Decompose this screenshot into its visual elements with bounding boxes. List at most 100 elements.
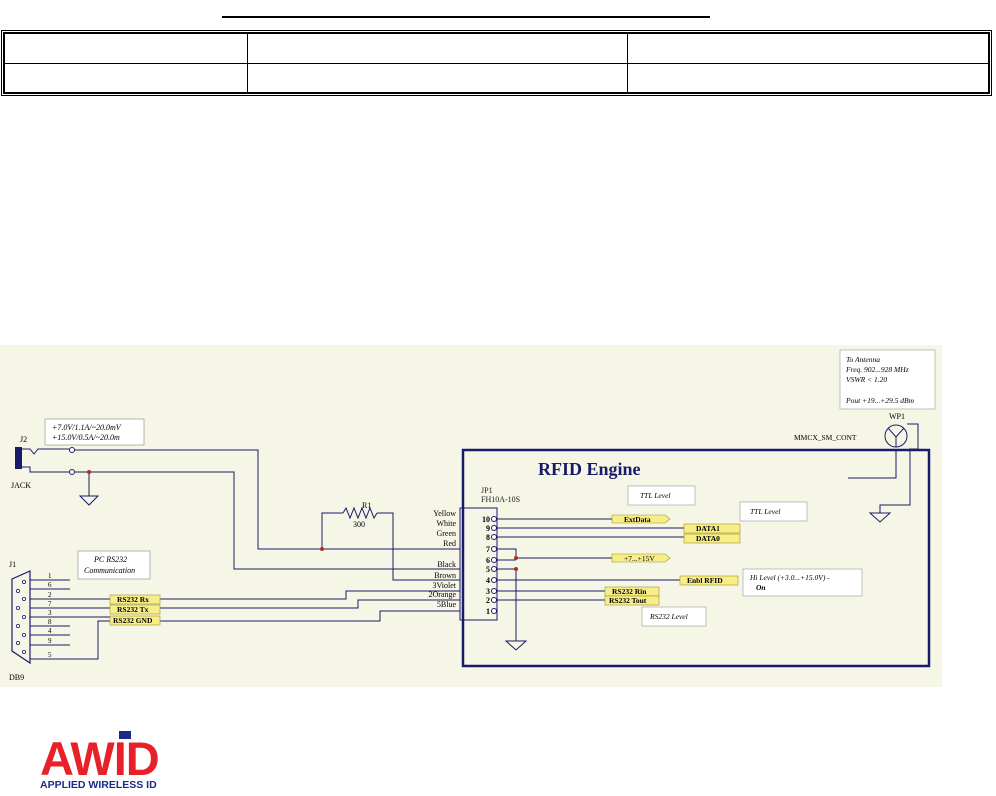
supply-note-line2: +15.0V/0.5A/~20.0m — [52, 433, 120, 442]
table-cell — [627, 33, 989, 64]
resistor-value: 300 — [353, 520, 365, 529]
junction-dot — [514, 556, 518, 560]
svg-text:+7...+15V: +7...+15V — [624, 554, 655, 563]
ttl-level-note: TTL Level — [627, 485, 696, 506]
svg-text:RS232 GND: RS232 GND — [113, 616, 153, 625]
header-table — [1, 30, 992, 96]
net-label-rs232-gnd: RS232 GND — [109, 615, 161, 626]
db9-pin-number: 4 — [48, 627, 52, 635]
connector-body — [459, 507, 498, 621]
wire-color-label: 2Orange — [428, 590, 456, 599]
rfid-engine-box — [461, 448, 931, 668]
table-cell — [627, 62, 989, 93]
svg-text:DATA0: DATA0 — [696, 534, 720, 543]
pin-number: 3 — [486, 587, 490, 596]
pin-terminal — [491, 525, 497, 531]
antenna-note: To Antenna Freq. 902...928 MHz VSWR < 1.… — [839, 349, 936, 410]
svg-text:Pout +19...+29.5 dBm: Pout +19...+29.5 dBm — [845, 396, 915, 405]
ttl-level-note: TTL Level — [739, 501, 808, 522]
wire-db9-unused — [60, 579, 70, 646]
ground-icon — [78, 495, 100, 506]
wire-color-label: White — [436, 519, 456, 528]
pc-note-box — [77, 550, 151, 580]
jack-ref: J2 — [20, 435, 27, 444]
table-row — [4, 62, 989, 93]
net-label-rs232-tout: RS232 Tout — [604, 595, 660, 606]
pin-number: 7 — [486, 545, 490, 554]
wire-rs232-tx — [160, 599, 460, 609]
connector-part: FH10A-10S — [481, 495, 520, 504]
pin-number: 6 — [486, 556, 490, 565]
pin-number: 9 — [486, 524, 490, 533]
net-label-rs232-rin: RS232 Rin — [604, 586, 660, 597]
net-label-power: +7...+15V — [611, 553, 671, 563]
awid-logo: AWID APPLIED WIRELESS ID — [38, 729, 200, 791]
pin-number: 4 — [486, 576, 490, 585]
db9-pin-number: 6 — [48, 581, 52, 589]
junction-dot — [514, 567, 518, 571]
db9-ref: J1 — [9, 560, 16, 569]
jack-terminal — [69, 447, 75, 453]
net-label-data0: DATA0 — [683, 533, 741, 544]
pin-number: 2 — [486, 596, 490, 605]
wire-color-label: Green — [436, 529, 456, 538]
table-cell — [247, 62, 628, 93]
junction-dot — [87, 470, 91, 474]
table-cell — [4, 62, 248, 93]
pin-number: 8 — [486, 533, 490, 542]
ground-icon — [868, 512, 892, 523]
pin-2: 2 2Orange — [428, 590, 497, 605]
junction-dots — [87, 470, 518, 571]
pin-terminal — [491, 534, 497, 540]
wire-r1-right — [377, 512, 460, 581]
logo-i-dot-icon — [119, 731, 131, 739]
db9-connector: J1 1 6 2 7 3 8 4 9 5 DB9 — [9, 560, 60, 682]
resistor-icon — [342, 506, 378, 520]
antenna-part: MMCX_SM_CONT — [794, 433, 857, 442]
connector-ref: JP1 — [481, 486, 493, 495]
logo-brand: AWID — [40, 732, 159, 785]
table-cell — [247, 33, 628, 64]
engine-title: RFID Engine — [538, 459, 641, 479]
ground-symbols — [78, 495, 892, 651]
pin-terminal — [491, 588, 497, 594]
wire-rs232-gnd — [160, 610, 460, 622]
wire-jack-ground — [75, 471, 460, 570]
wire-color-label: Brown — [434, 571, 456, 580]
pc-note-line1: PC RS232 — [93, 555, 127, 564]
db9-pin-number: 7 — [48, 600, 52, 608]
db9-pin-number: 3 — [48, 609, 52, 617]
wire-color-label: 5Blue — [437, 600, 457, 609]
wire-color-label: 3Violet — [432, 581, 456, 590]
antenna-connector-icon — [884, 423, 919, 450]
db9-pin-number: 9 — [48, 637, 52, 645]
pin-9: 9 White — [436, 519, 497, 533]
jack-j2: J2 JACK — [11, 435, 75, 490]
resistor-ref: R1 — [362, 501, 371, 510]
rs232-level-note: RS232 Level — [641, 606, 707, 627]
svg-text:Hi Level (+3.0...+15.0V) -: Hi Level (+3.0...+15.0V) - — [749, 573, 830, 582]
supply-note-line1: +7.0V/1.1A/~20.0mV — [52, 423, 122, 432]
db9-name: DB9 — [9, 673, 24, 682]
jack-terminal — [69, 469, 75, 475]
wire-color-label: Yellow — [433, 509, 456, 518]
svg-text:TTL Level: TTL Level — [640, 491, 671, 500]
logo-tagline: APPLIED WIRELESS ID — [40, 779, 157, 791]
svg-text:RS232 Rin: RS232 Rin — [612, 587, 647, 596]
table-cell — [4, 33, 248, 64]
junction-dot — [320, 547, 324, 551]
net-label-data1: DATA1 — [683, 523, 741, 534]
supply-note-box — [44, 418, 145, 446]
pin-terminal — [491, 577, 497, 583]
table-row — [4, 33, 989, 64]
antenna-ref: WP1 — [889, 412, 905, 421]
pin-terminal — [491, 608, 497, 614]
pin-terminal — [491, 546, 497, 552]
svg-text:Freq. 902...928 MHz: Freq. 902...928 MHz — [845, 365, 909, 374]
wire-r1-left — [321, 512, 343, 549]
jack-name: JACK — [11, 481, 31, 490]
